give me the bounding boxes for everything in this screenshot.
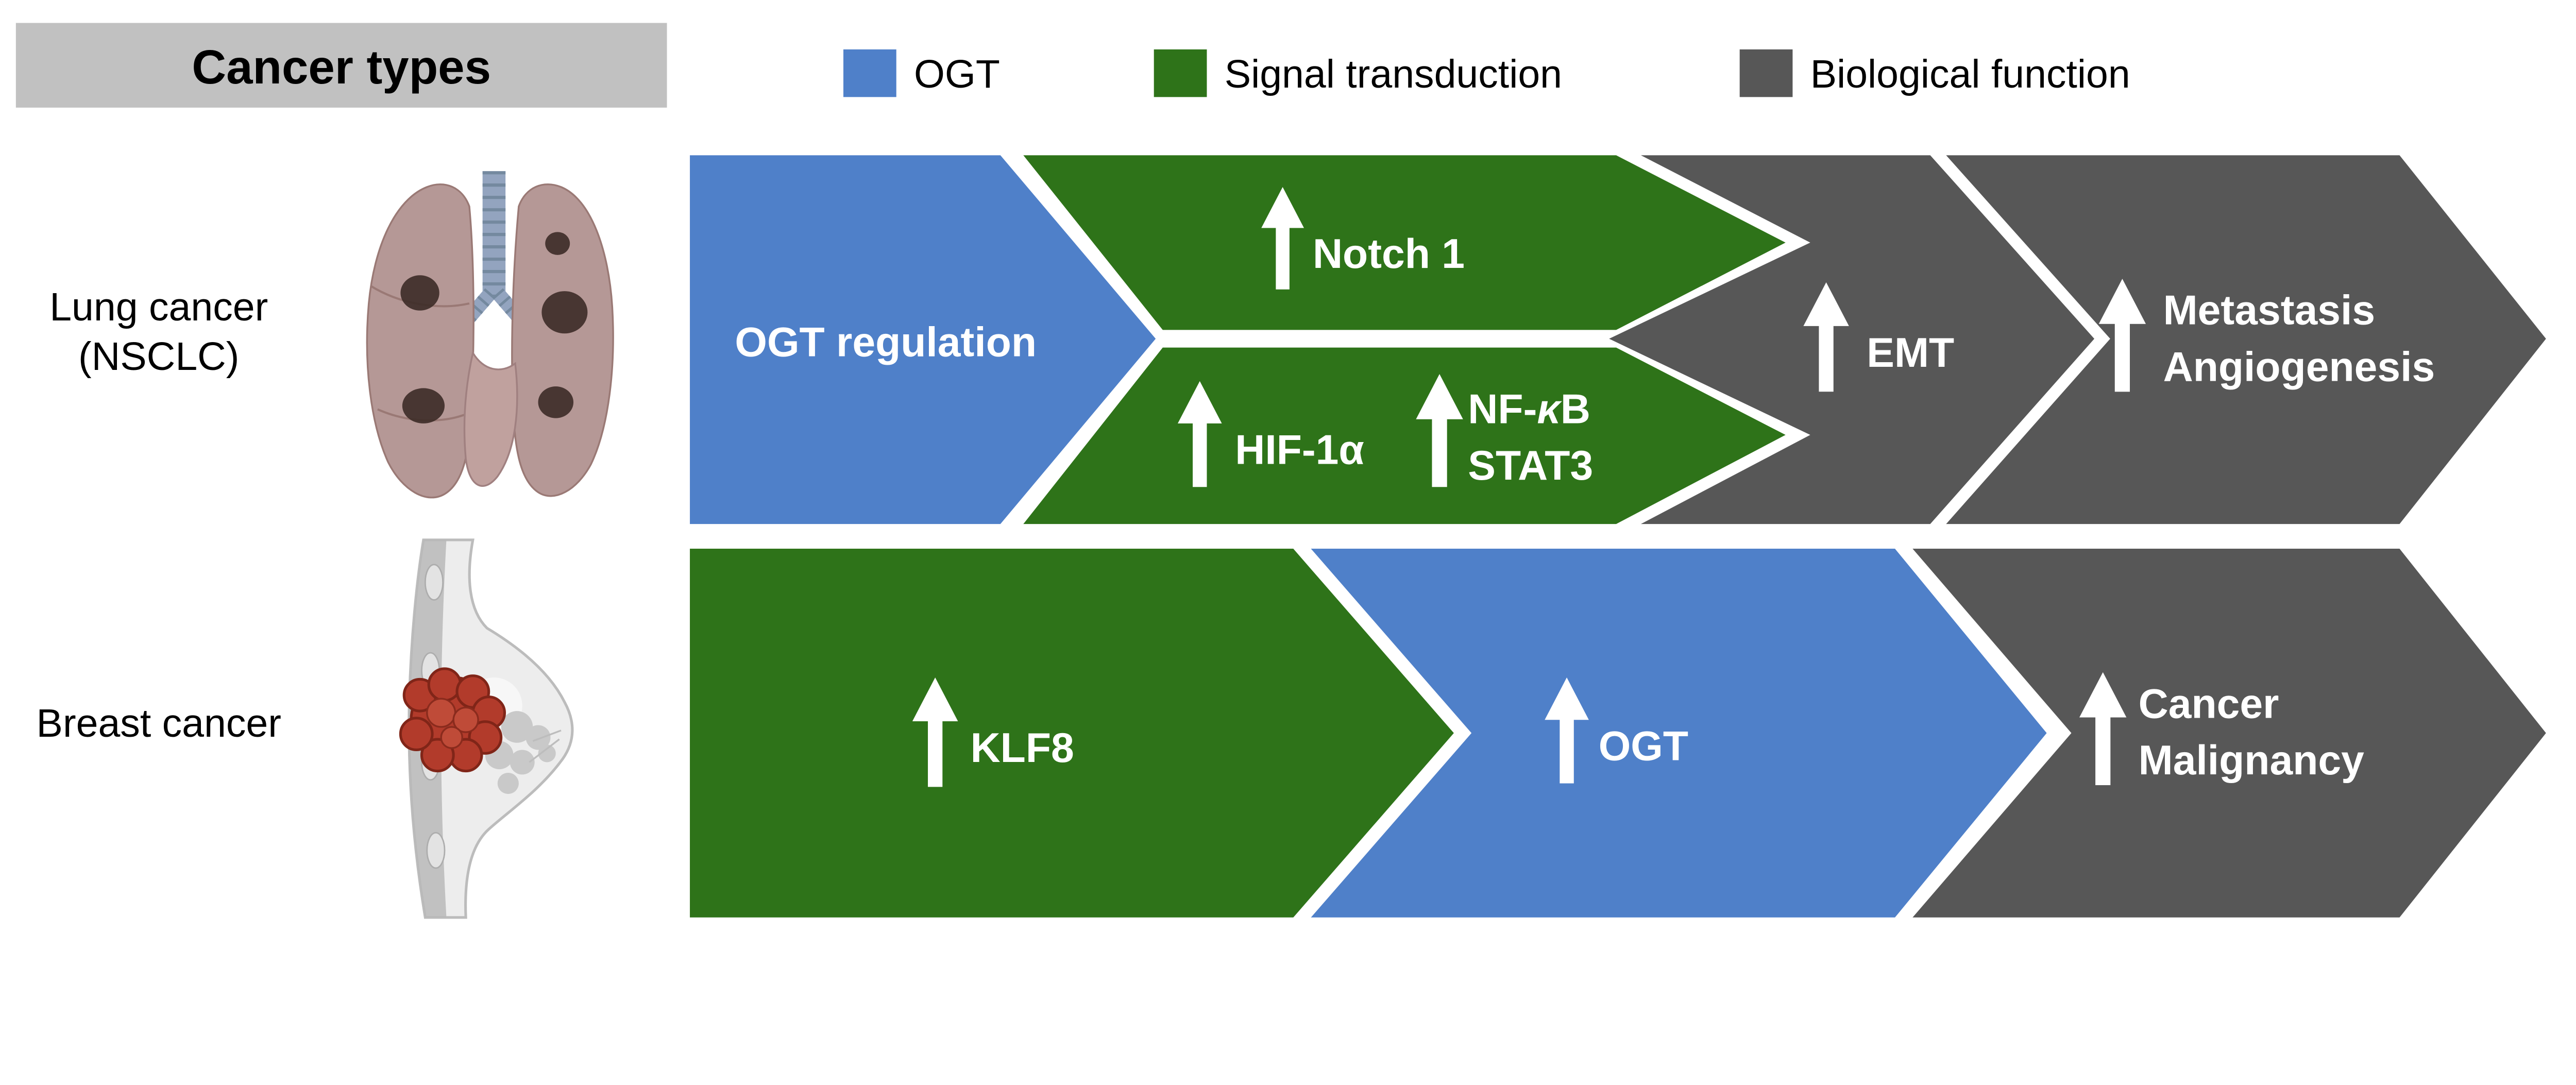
arrow-cancer-malignancy [1912,549,2546,918]
arrow-hif-nfkb-stat3 [1023,347,1786,524]
arrow-emt [1609,155,2095,524]
legend-label-ogt: OGT [914,52,1000,96]
stage-emt-label: EMT [1867,330,1954,376]
arrow-ogt-breast [1311,549,2047,918]
lungs-icon [366,171,614,499]
legend-swatch-signal-transduction [1154,49,1207,97]
rib [426,832,446,869]
legend-swatch-biological-function [1739,49,1793,97]
row-label-lung-cancer-sub: (NSCLC) [78,334,239,379]
stage-notch1-label: Notch 1 [1313,231,1465,277]
tumor-spot [545,232,570,255]
tumor-spot [400,275,439,311]
arrow-ogt-regulation [690,155,1156,524]
nfkb-prefix: NF- [1468,386,1537,433]
tumor-spot [538,386,574,418]
tumor-spot [541,291,588,334]
breast-tumor [399,667,506,773]
tumor-spot [402,388,445,423]
stage-hif1a-label: HIF-1α [1235,427,1364,473]
row-label-breast-cancer: Breast cancer [37,701,281,745]
legend-label-biological-function: Biological function [1810,52,2130,96]
gland-lobule [501,711,533,743]
milk-ducts [529,730,562,763]
left-lung [366,183,474,499]
breast-icon [399,538,574,919]
gland-lobule [526,725,551,750]
figure-canvas: Cancer types OGT Signal transduction Bio… [15,23,2546,919]
middle-lobe [463,350,518,487]
arrow-notch1 [1023,155,1786,330]
stage-ogt-regulation-label: OGT regulation [735,319,1037,365]
gland-lobule [538,744,556,762]
nfkb-suffix: B [1561,386,1590,433]
right-lung [511,183,614,497]
legend: OGT Signal transduction Biological funct… [843,49,2130,97]
stage-stat3-label: STAT3 [1468,443,1593,489]
nfkb-kappa: κ [1537,386,1562,433]
gland-lobule [497,772,519,794]
rib [424,564,444,601]
stage-cancer-label: Cancer [2139,681,2279,727]
figure-root: Cancer types OGT Signal transduction Bio… [15,23,2546,919]
arrow-klf8 [690,549,1454,918]
stage-ogt-up-label: OGT [1599,723,1688,770]
gland-lobule [510,750,535,775]
row-label-lung-cancer: Lung cancer [49,285,268,329]
legend-swatch-ogt [843,49,896,97]
legend-label-signal-transduction: Signal transduction [1225,52,1562,96]
stage-klf8-label: KLF8 [971,725,1074,771]
page-title: Cancer types [192,40,491,94]
stage-angiogenesis-label: Angiogenesis [2163,344,2435,390]
stage-metastasis-label: Metastasis [2163,287,2376,334]
stage-malignancy-label: Malignancy [2139,737,2364,784]
arrow-metastasis-angiogenesis [1946,155,2546,524]
stage-nfkb-label: NF-κB [1468,386,1590,433]
cancer-types-header-box [15,23,667,108]
